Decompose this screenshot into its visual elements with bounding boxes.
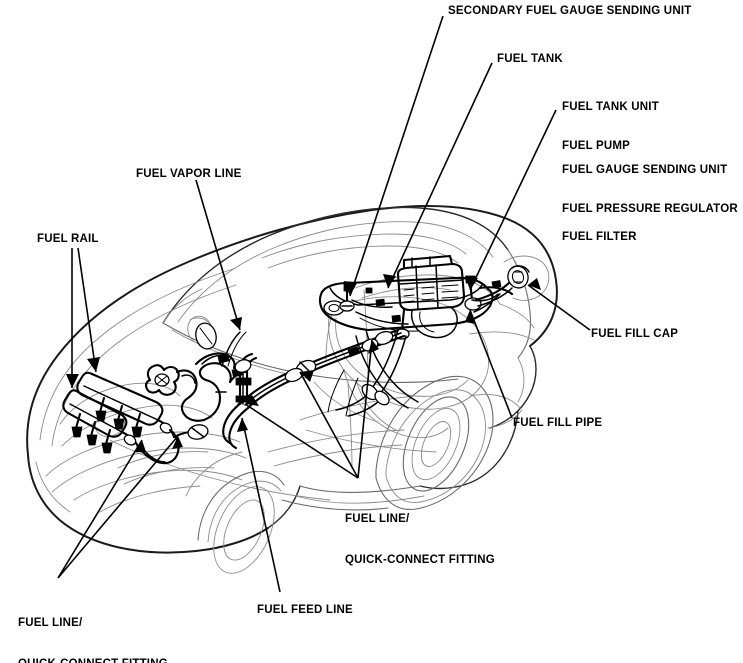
leader-fuel-tank (387, 62, 493, 289)
label-line-1: FUEL LINE/ (18, 617, 83, 629)
label-fuel-fill-pipe: FUEL FILL PIPE (513, 417, 603, 429)
fuel-vapor-line-part (195, 322, 247, 367)
leader-qc-center-3 (357, 339, 373, 479)
label-fuel-feed-line: FUEL FEED LINE (257, 604, 353, 616)
fuel-fill-pipe-assembly (473, 255, 550, 313)
leader-qc-center-2 (299, 371, 359, 479)
label-line-1: FUEL LINE/ (345, 513, 410, 525)
label-fuel-rail: FUEL RAIL (37, 233, 99, 245)
leader-secondary-sending-unit (349, 15, 444, 297)
label-fuel-pump: FUEL PUMP (562, 140, 631, 152)
engine-bay-plumbing (144, 352, 252, 422)
label-fuel-fill-cap: FUEL FILL CAP (591, 328, 679, 340)
label-secondary-fuel-gauge-sending-unit: SECONDARY FUEL GAUGE SENDING UNIT (448, 5, 692, 17)
label-fuel-tank: FUEL TANK (497, 53, 563, 65)
fuel-rail-rear (76, 371, 176, 439)
leader-fuel-feed-line (241, 417, 281, 593)
label-fuel-vapor-line: FUEL VAPOR LINE (136, 168, 242, 180)
leader-fuel-fill-pipe (469, 309, 513, 419)
leader-lines (57, 15, 591, 593)
label-fuel-line-quick-connect-center: FUEL LINE/ QUICK-CONNECT FITTING (345, 486, 495, 594)
label-line-2: QUICK-CONNECT FITTING (345, 553, 495, 566)
leader-fuel-vapor-line (195, 179, 241, 331)
leader-fuel-rail-rear (77, 247, 97, 373)
fuel-pulsation-damper (144, 364, 180, 396)
label-fuel-filter: FUEL FILTER (562, 231, 637, 243)
label-fuel-line-quick-connect-bottom-left: FUEL LINE/ QUICK-CONNECT FITTING (18, 590, 168, 663)
fuel-tank-assembly (318, 254, 514, 439)
leader-qc-bottomleft-2 (57, 439, 143, 579)
label-fuel-pressure-regulator: FUEL PRESSURE REGULATOR (562, 203, 738, 215)
leader-fuel-fill-cap (527, 284, 591, 331)
fuel-rail-assembly (62, 371, 209, 465)
fuel-rail-front (62, 389, 140, 454)
label-line-2: QUICK-CONNECT FITTING (18, 658, 168, 663)
label-fuel-tank-unit: FUEL TANK UNIT (562, 101, 659, 113)
leader-qc-bottomleft-1 (57, 435, 179, 579)
leader-fuel-tank-unit (469, 109, 557, 291)
label-fuel-gauge-sending-unit: FUEL GAUGE SENDING UNIT (562, 164, 728, 176)
leader-qc-center-1 (244, 403, 359, 479)
